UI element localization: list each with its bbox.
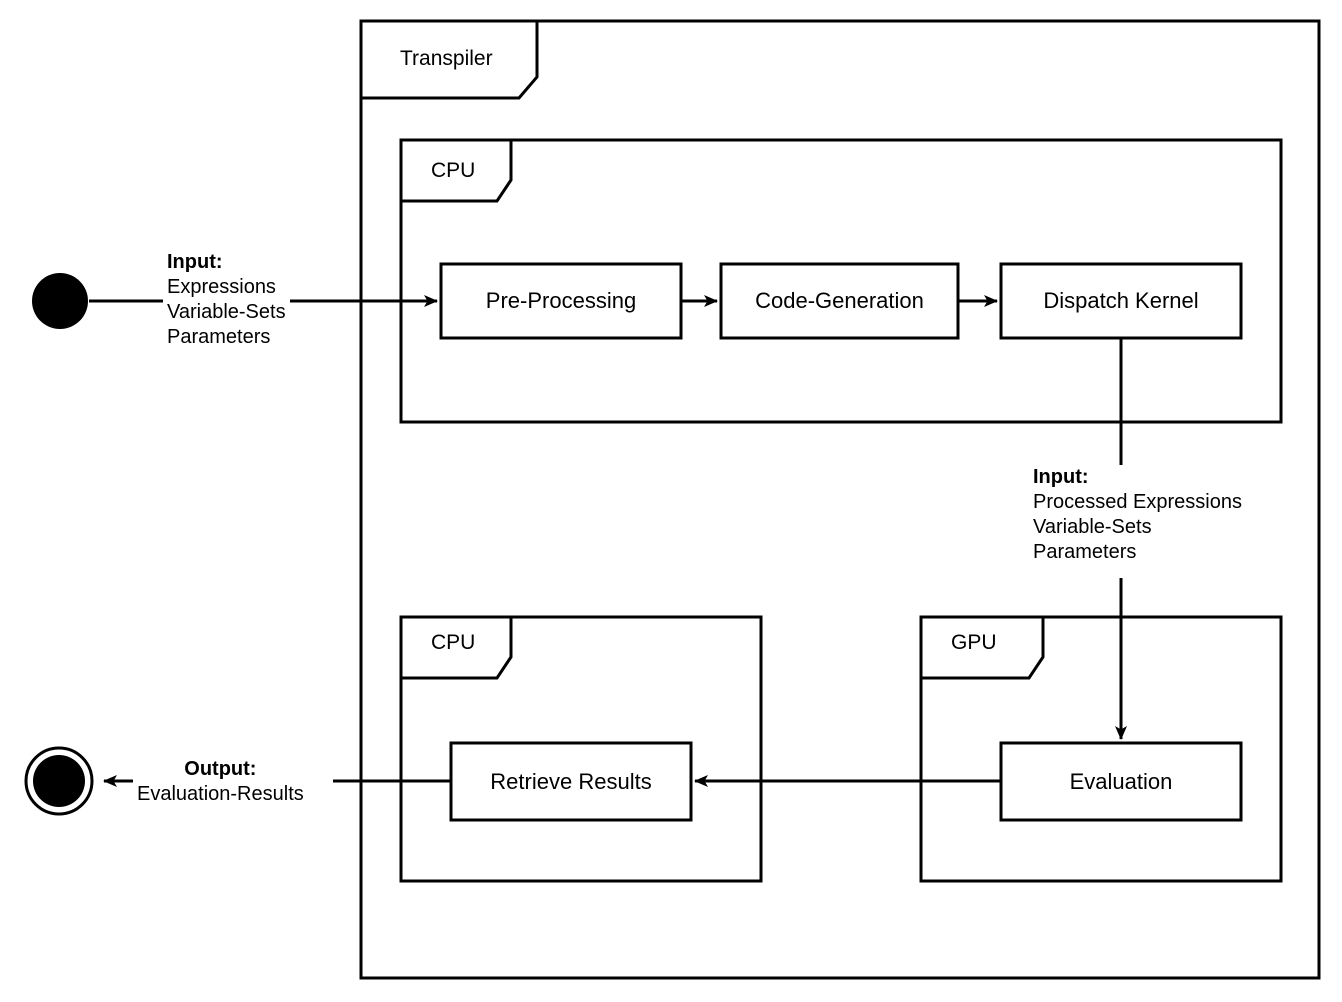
- node-label-retrieve-results: Retrieve Results: [490, 768, 652, 794]
- node-retrieve-results: Retrieve Results: [451, 743, 691, 820]
- node-evaluation: Evaluation: [1001, 743, 1241, 820]
- edge-label-output-end: Output: Evaluation-Results: [133, 757, 308, 807]
- node-label-dispatch-kernel: Dispatch Kernel: [1043, 288, 1199, 313]
- node-label-pre-processing: Pre-Processing: [485, 288, 637, 313]
- gpu-frame-outline: [919, 615, 1283, 883]
- edge-label-input-gpu: Input: Processed Expressions Variable-Se…: [1029, 465, 1246, 565]
- edge-label-input-gpu-line-2: Variable-Sets: [1033, 516, 1152, 538]
- edge-label-input-start-line-2: Variable-Sets: [167, 301, 286, 323]
- gpu-frame-label-tab: [921, 615, 1045, 680]
- final-node-core: [33, 755, 85, 807]
- transpiler-frame-label: Transpiler: [400, 47, 493, 70]
- edge-label-input-gpu-line-1: Processed Expressions: [1033, 491, 1242, 513]
- edge-label-input-gpu-line-3: Parameters: [1033, 541, 1137, 563]
- node-dispatch-kernel: Dispatch Kernel: [1001, 264, 1241, 338]
- edge-label-input-start-line-1: Expressions: [167, 276, 276, 298]
- node-box-code-generation: [719, 262, 960, 340]
- gpu-frame-label: GPU: [951, 631, 997, 654]
- edge-label-input-start: Input: Expressions Variable-Sets Paramet…: [163, 250, 290, 350]
- transpiler-frame-label-tab: [361, 19, 539, 100]
- node-box-evaluation: [999, 741, 1243, 822]
- node-code-generation: Code-Generation: [721, 264, 958, 338]
- transpiler-frame-outline: [359, 19, 1321, 980]
- node-label-code-generation: Code-Generation: [755, 288, 924, 313]
- edge-label-output-end-heading: Output:: [184, 758, 257, 780]
- cpu-top-frame-outline: [399, 138, 1283, 424]
- cpu-top-frame-label: CPU: [431, 159, 476, 182]
- node-box-dispatch-kernel: [999, 262, 1243, 340]
- cpu-top-frame-label-tab: [401, 138, 513, 203]
- edge-label-input-start-heading: Input:: [167, 251, 223, 273]
- cpu-bottom-frame-label-tab: [401, 615, 513, 680]
- cpu-bottom-frame-label: CPU: [431, 631, 476, 654]
- initial-node: [32, 273, 88, 329]
- node-box-retrieve-results: [449, 741, 693, 822]
- edge-label-input-start-line-3: Parameters: [167, 326, 271, 348]
- edge-label-input-gpu-heading: Input:: [1033, 466, 1089, 488]
- cpu-bottom-frame-outline: [399, 615, 763, 883]
- node-label-evaluation: Evaluation: [1069, 768, 1173, 794]
- node-pre-processing: Pre-Processing: [441, 264, 681, 338]
- node-box-pre-processing: [439, 262, 683, 340]
- edge-label-output-end-line-1: Evaluation-Results: [137, 783, 304, 805]
